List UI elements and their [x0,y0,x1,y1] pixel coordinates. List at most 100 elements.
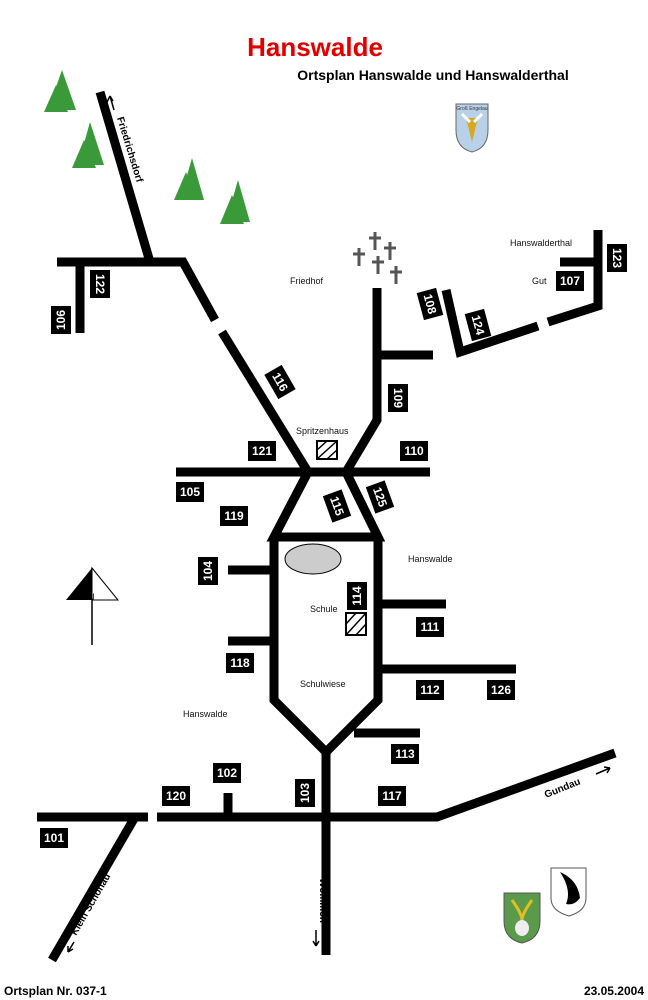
label-box [347,582,367,610]
street-label-112: 112 [416,680,444,700]
place-hanswalde-east: Hanswalde [408,554,453,564]
map-subtitle: Ortsplan Hanswalde und Hanswalderthal [297,67,569,83]
label-number: 103 [298,783,312,803]
street-label-123: 123 [607,244,627,272]
street-label-108: 108 [416,287,444,321]
street-label-113: 113 [391,744,419,764]
street-label-124: 124 [464,308,492,342]
roads [37,90,617,963]
place-spritzenhaus: Spritzenhaus [296,426,349,436]
street-label-104: 104 [198,557,218,585]
map-title: Hanswalde [247,32,383,62]
street-label-117: 117 [378,786,406,806]
label-number: 104 [201,561,215,581]
arrow-icon [312,930,320,947]
street-label-106: 106 [51,306,71,334]
tree-icon [44,70,250,224]
label-box [264,364,296,400]
street-label-125: 125 [365,480,395,514]
label-box [162,786,190,806]
plan-number: Ortsplan Nr. 037-1 [4,984,107,998]
label-number: 105 [180,485,200,499]
label-box [248,441,276,461]
street-label-101: 101 [40,828,68,848]
street-label-118: 118 [226,653,254,673]
street-label-120: 120 [162,786,190,806]
place-schule: Schule [310,604,338,614]
place-hanswalde-west: Hanswalde [183,709,228,719]
street-label-111: 111 [416,617,444,637]
label-box [198,557,218,585]
coat-of-arms-text: Groß Engelau [456,106,487,112]
label-box [378,786,406,806]
hatch [345,612,367,636]
label-number: 125 [370,485,390,509]
plan-date: 23.05.2004 [584,984,644,998]
label-number: 111 [421,620,440,634]
label-number: 121 [252,444,272,458]
label-box [556,271,584,291]
coat-of-arms-gross-engelau: Groß Engelau [455,103,489,153]
place-schulwiese: Schulwiese [300,679,346,689]
coat-of-arms-eagle [550,867,587,917]
label-box [388,384,408,412]
coat-of-arms-stag [503,892,541,944]
label-box [416,617,444,637]
compass-label: N [88,592,95,602]
label-number: 126 [491,683,511,697]
label-box [51,306,71,334]
street-label-110: 110 [400,441,428,461]
label-number: 122 [93,274,107,294]
label-box [322,489,352,523]
street-label-107: 107 [556,271,584,291]
hatch [316,440,338,460]
label-number: 124 [469,314,488,337]
street-label-116: 116 [264,364,296,400]
label-box [90,270,110,298]
label-box [607,244,627,272]
street-label-126: 126 [487,680,515,700]
label-number: 120 [166,789,186,803]
label-number: 112 [420,683,440,697]
direction-klein-schoenau: Klein Schönau [69,872,113,938]
arrow-icon [595,766,611,775]
label-box [391,744,419,764]
street-label-115: 115 [322,489,352,523]
street-number-labels: 122 106 116 121 110 105 119 115 125 109 108 124 107 1… [40,244,627,848]
label-box [40,828,68,848]
arrow-icon [67,941,75,953]
arrow-icon [106,95,115,111]
label-number: 113 [395,747,415,761]
place-friedhof: Friedhof [290,276,324,286]
place-gut: Gut [532,276,547,286]
label-number: 119 [224,509,244,523]
label-number: 123 [610,248,624,268]
street-label-121: 121 [248,441,276,461]
label-box [365,480,395,514]
street-label-119: 119 [220,506,248,526]
label-number: 110 [404,444,424,458]
label-box [416,287,444,321]
label-box [295,779,315,807]
label-number: 115 [327,495,347,518]
direction-wommen: Wommen [317,878,328,923]
label-number: 102 [217,766,237,780]
street-label-109: 109 [388,384,408,412]
label-number: 117 [382,789,402,803]
label-box [416,680,444,700]
label-number: 107 [560,274,580,288]
street-label-114: 114 [347,582,367,610]
label-box [176,482,204,502]
pond [284,543,342,575]
label-box [226,653,254,673]
cemetery-crosses-icon [353,232,402,284]
label-number: 109 [391,388,405,408]
label-box [220,506,248,526]
street-label-122: 122 [90,270,110,298]
label-number: 101 [44,831,64,845]
street-label-103: 103 [295,779,315,807]
compass-north-icon: N [66,566,120,645]
label-number: 118 [230,656,250,670]
label-box [400,441,428,461]
